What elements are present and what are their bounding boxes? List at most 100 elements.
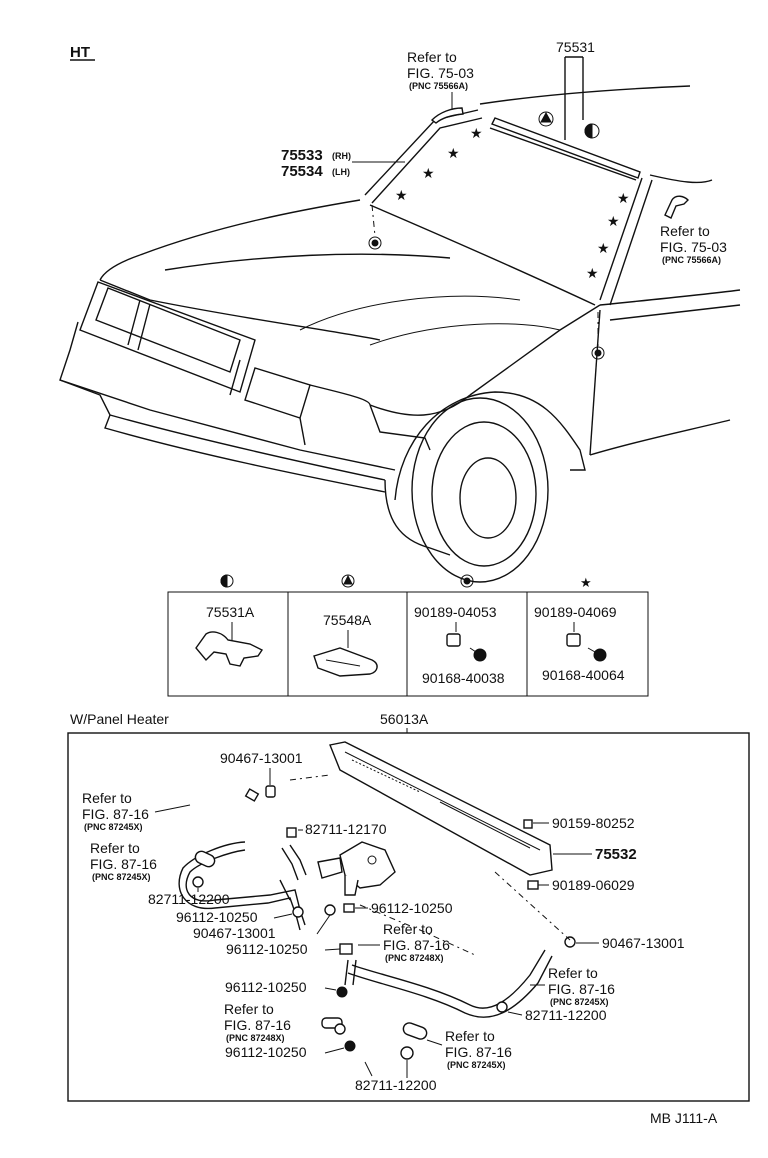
- heater-title: W/Panel Heater: [70, 711, 169, 727]
- refer-4-line2: FIG. 87-16: [224, 1017, 291, 1033]
- nut-shape: [446, 633, 461, 647]
- leader-line: [324, 1047, 345, 1054]
- label-75534-side: (LH): [332, 167, 350, 177]
- leader-line: [364, 1061, 373, 1077]
- star-icon: ★: [586, 266, 599, 282]
- refer-5-line1: Refer to: [548, 965, 598, 981]
- star-icon: ★: [617, 191, 630, 207]
- nut-shape: [566, 633, 581, 647]
- refer-b-pnc: (PNC 75566A): [662, 255, 721, 265]
- label-82711-12200-b: 82711-12200: [525, 1007, 607, 1023]
- refer-3-line2: FIG. 87-16: [383, 937, 450, 953]
- guide-dash: [494, 871, 571, 941]
- half-circle-icon: [220, 574, 234, 588]
- star-icon: ★: [395, 188, 408, 204]
- legend-90189-04053: 90189-04053: [414, 604, 497, 620]
- refer-3-line1: Refer to: [383, 921, 433, 937]
- label-75532: 75532: [595, 846, 637, 863]
- leader-line: [324, 948, 341, 951]
- label-90189-06029: 90189-06029: [552, 877, 635, 893]
- label-82711-12170: 82711-12170: [305, 821, 387, 837]
- label-90467-13001-b: 90467-13001: [193, 925, 276, 941]
- legend-75531a: 75531A: [206, 604, 255, 620]
- label-56013a: 56013A: [380, 711, 429, 727]
- star-icon: ★: [597, 241, 610, 257]
- label-96112-10250-e: 96112-10250: [225, 1044, 307, 1060]
- star-icon: ★: [422, 166, 435, 182]
- label-75533-side: (RH): [332, 151, 351, 161]
- refer-5-pnc: (PNC 87245X): [550, 997, 609, 1007]
- legend-90168-40038: 90168-40038: [422, 670, 505, 686]
- star-markers: ★ ★ ★ ★ ★ ★ ★ ★: [395, 126, 630, 282]
- leader-line: [273, 913, 293, 919]
- clip-75548a-shape: [313, 647, 378, 677]
- guide-dash: [289, 774, 331, 781]
- star-icon: ★: [580, 576, 592, 591]
- dot-circle-icon: [460, 574, 474, 588]
- label-96112-10250-d: 96112-10250: [225, 979, 307, 995]
- label-75534: 75534: [281, 163, 323, 180]
- part-75531-moulding: [491, 117, 641, 179]
- refer-6-line1: Refer to: [445, 1028, 495, 1044]
- refer-5-line2: FIG. 87-16: [548, 981, 615, 997]
- heater-hoses: [178, 788, 553, 1040]
- screw-shape: [473, 648, 487, 662]
- leader-line: [426, 1039, 443, 1046]
- half-circle-icon: [584, 123, 600, 139]
- legend-75548a: 75548A: [323, 612, 372, 628]
- cowl-panel-75532: [329, 741, 553, 876]
- triangle-circle-icon: [341, 574, 355, 588]
- clip-75531a-shape: [195, 631, 264, 667]
- heater-box: [67, 732, 750, 1102]
- refer-1-line2: FIG. 87-16: [82, 806, 149, 822]
- label-90467-13001-c: 90467-13001: [602, 935, 685, 951]
- legend-90189-04069: 90189-04069: [534, 604, 617, 620]
- triangle-circle-icon: [538, 111, 554, 127]
- refer-1-line1: Refer to: [82, 790, 132, 806]
- refer-b-line1: Refer to: [660, 223, 710, 239]
- label-90467-13001-a: 90467-13001: [220, 750, 303, 766]
- label-96112-10250-c: 96112-10250: [226, 941, 308, 957]
- refer-2-pnc: (PNC 87245X): [92, 872, 151, 882]
- label-75531: 75531: [556, 39, 595, 55]
- star-icon: ★: [607, 214, 620, 230]
- label-75533: 75533: [281, 147, 323, 164]
- star-icon: ★: [447, 146, 460, 162]
- refer-b-line2: FIG. 75-03: [660, 239, 727, 255]
- leader-line: [507, 1011, 523, 1016]
- star-icon: ★: [470, 126, 483, 142]
- label-90159-80252: 90159-80252: [552, 815, 635, 831]
- ht-label: HT: [70, 44, 90, 61]
- label-82711-12200-c: 82711-12200: [355, 1077, 437, 1093]
- refer-2-line1: Refer to: [90, 840, 140, 856]
- refer-a-line1: Refer to: [407, 49, 457, 65]
- legend-table: ★ 75531A 75548A 90189-04053 90168-40038 …: [167, 574, 649, 697]
- leader-dash: [371, 204, 376, 237]
- refer-4-pnc: (PNC 87248X): [226, 1033, 285, 1043]
- refer-a-line2: FIG. 75-03: [407, 65, 474, 81]
- legend-90168-40064: 90168-40064: [542, 667, 625, 683]
- refer-3-pnc: (PNC 87248X): [385, 953, 444, 963]
- diagram-code: MB J111-A: [650, 1110, 718, 1126]
- dot-circle-icon: [368, 236, 382, 250]
- refer-2-line2: FIG. 87-16: [90, 856, 157, 872]
- label-82711-12200-a: 82711-12200: [148, 891, 230, 907]
- refer-6-pnc: (PNC 87245X): [447, 1060, 506, 1070]
- car-illustration: [59, 85, 741, 583]
- label-96112-10250-b: 96112-10250: [371, 900, 453, 916]
- dot-circle-icon: [591, 346, 605, 360]
- screw-shape: [593, 648, 607, 662]
- refer-4-line1: Refer to: [224, 1001, 274, 1017]
- refer-a-pnc: (PNC 75566A): [409, 81, 468, 91]
- label-96112-10250-a: 96112-10250: [176, 909, 258, 925]
- leader-line: [324, 987, 337, 991]
- clip-part-top: [430, 107, 464, 124]
- clip-part-right: [664, 195, 689, 219]
- refer-6-line2: FIG. 87-16: [445, 1044, 512, 1060]
- refer-1-pnc: (PNC 87245X): [84, 822, 143, 832]
- heater-valve: [317, 841, 396, 896]
- leader-line: [154, 804, 191, 813]
- guide-dash: [359, 904, 476, 956]
- leader-line: [316, 914, 331, 935]
